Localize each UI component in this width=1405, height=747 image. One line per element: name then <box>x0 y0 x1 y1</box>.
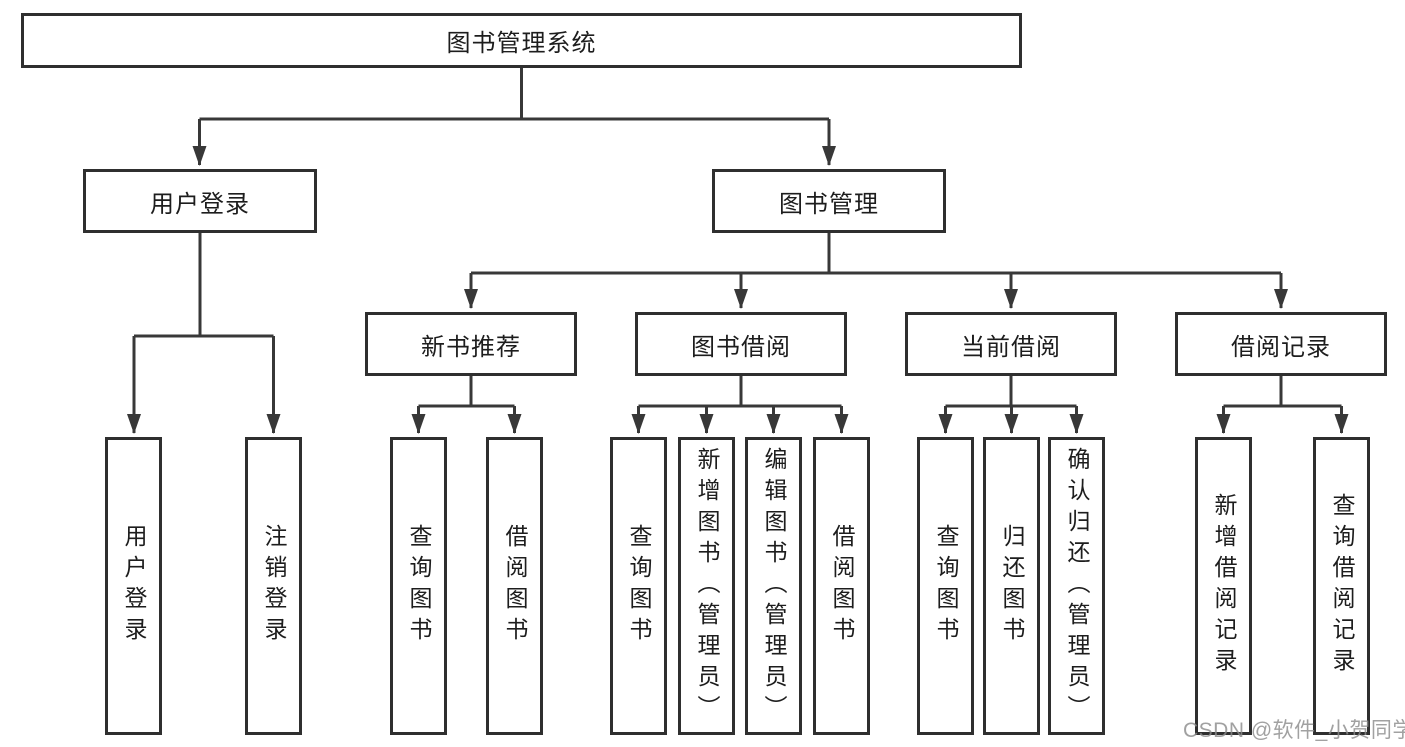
node-label: 图书借阅 <box>691 333 791 361</box>
node-new-book-recommend: 新书推荐 <box>365 312 577 376</box>
node-label: 查询图书 <box>626 524 652 648</box>
node-label: 注销登录 <box>261 524 287 648</box>
node-label: 当前借阅 <box>961 333 1061 361</box>
node-label: 新增图书（管理员） <box>694 446 720 726</box>
node-records-add-borrow-record: 新增借阅记录 <box>1195 437 1252 735</box>
node-label: 归还图书 <box>999 524 1025 648</box>
node-current-confirm-return-admin: 确认归还（管理员） <box>1048 437 1105 735</box>
node-label: 借阅记录 <box>1231 333 1331 361</box>
node-label: 图书管理 <box>779 190 879 218</box>
node-label: 新增借阅记录 <box>1211 493 1237 679</box>
connector-current-borrowing-to-children <box>938 376 1084 434</box>
node-label: 编辑图书（管理员） <box>761 446 787 726</box>
node-book-management-module: 图书管理 <box>712 169 946 233</box>
node-recommend-query-books: 查询图书 <box>390 437 447 735</box>
connector-book-management-to-level3 <box>464 233 1288 309</box>
node-user-login-action: 用户登录 <box>105 437 162 735</box>
connector-user-login-to-children <box>127 233 281 434</box>
node-records-query-borrow-record: 查询借阅记录 <box>1313 437 1370 735</box>
node-label: 借阅图书 <box>829 524 855 648</box>
node-current-return-books: 归还图书 <box>983 437 1040 735</box>
node-borrowing-add-books-admin: 新增图书（管理员） <box>678 437 735 735</box>
node-label: 查询图书 <box>406 524 432 648</box>
node-borrowing-edit-books-admin: 编辑图书（管理员） <box>745 437 802 735</box>
node-label: 用户登录 <box>150 190 250 218</box>
node-label: 新书推荐 <box>421 333 521 361</box>
node-label: 确认归还（管理员） <box>1064 446 1090 726</box>
node-borrowing-query-books: 查询图书 <box>610 437 667 735</box>
node-label: 查询图书 <box>933 524 959 648</box>
node-book-borrowing: 图书借阅 <box>635 312 847 376</box>
node-book-management-system: 图书管理系统 <box>21 13 1022 68</box>
node-user-login-module: 用户登录 <box>83 169 317 233</box>
connector-root-to-level2 <box>192 68 836 166</box>
csdn-watermark: CSDN @软件_小贺同学 <box>1183 719 1405 742</box>
connector-new-book-recommend-to-children <box>411 376 522 434</box>
node-logout-action: 注销登录 <box>245 437 302 735</box>
node-label: 图书管理系统 <box>446 30 597 57</box>
node-recommend-borrow-books: 借阅图书 <box>486 437 543 735</box>
node-label: 借阅图书 <box>502 524 528 648</box>
connector-borrow-records-to-children <box>1216 376 1349 434</box>
node-label: 用户登录 <box>121 524 147 648</box>
connector-book-borrowing-to-children <box>631 376 849 434</box>
node-borrow-records: 借阅记录 <box>1175 312 1387 376</box>
node-label: 查询借阅记录 <box>1329 493 1355 679</box>
node-current-query-books: 查询图书 <box>917 437 974 735</box>
node-current-borrowing: 当前借阅 <box>905 312 1117 376</box>
node-borrowing-borrow-books: 借阅图书 <box>813 437 870 735</box>
